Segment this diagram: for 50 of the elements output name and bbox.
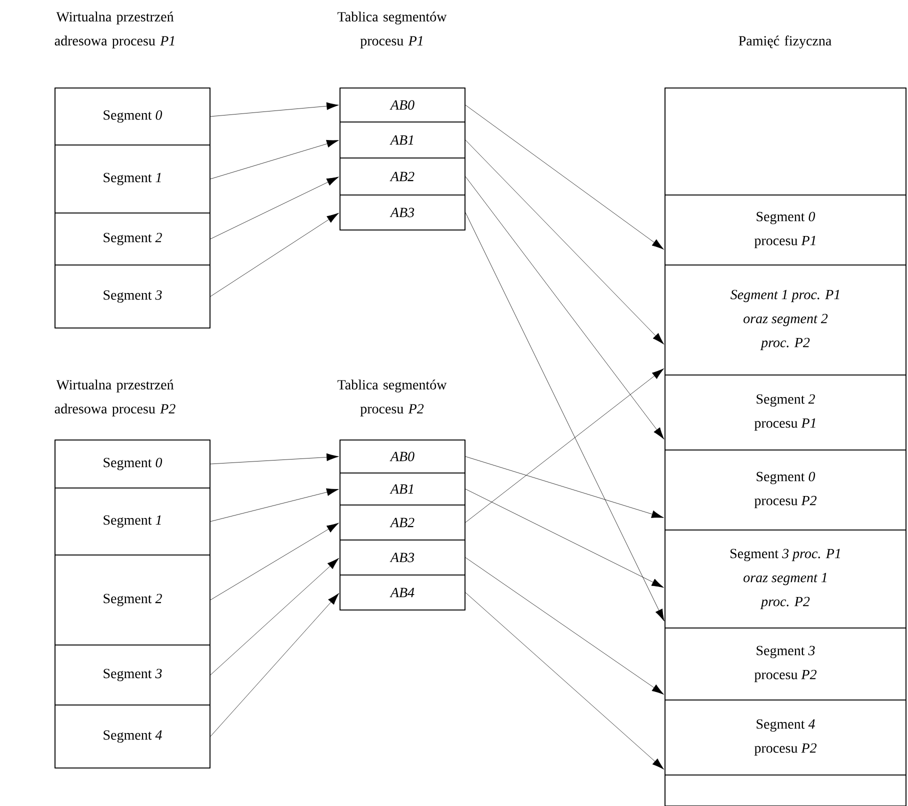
- arrow: [210, 140, 339, 180]
- arrow: [210, 102, 339, 117]
- arrow: [210, 488, 339, 522]
- memory-cell: Segment 3 proc. P1 oraz segment 1 proc. P2: [664, 530, 906, 628]
- arrow: [210, 453, 339, 464]
- arrow: [465, 368, 664, 523]
- memory-cell: Segment 1 proc. P1 oraz segment 2 proc. P2: [664, 264, 906, 376]
- table-row: AB2: [340, 504, 466, 540]
- segment-cell: Segment 3: [54, 264, 210, 328]
- segment-cell: Segment 3: [54, 644, 210, 706]
- table-row: AB0: [340, 440, 466, 474]
- segment-cell: Segment 0: [54, 88, 210, 146]
- arrow: [465, 488, 664, 588]
- table-row: AB1: [340, 122, 466, 158]
- memory-cell: Segment 2 procesu P1: [664, 374, 906, 450]
- node-label: Wirtualna przestrzeń adresowa procesu P1: [54, 12, 174, 48]
- node-label: Tablica segmentów procesu P1: [338, 12, 447, 48]
- segment-cell: Segment 0: [54, 440, 210, 488]
- table-row: AB3: [340, 540, 466, 576]
- arrow: [210, 176, 339, 240]
- arrow: [465, 557, 664, 695]
- memory-cell: Segment 4 procesu P2: [664, 700, 906, 776]
- arrow: [465, 176, 664, 440]
- table-row: AB4: [340, 574, 466, 610]
- table-row: AB2: [340, 158, 466, 196]
- memory-cell: Segment 0 procesu P2: [664, 450, 906, 530]
- segment-cell: Segment 1: [54, 488, 210, 556]
- arrow: [465, 456, 664, 518]
- node-label: Tablica segmentów procesu P2: [338, 380, 447, 416]
- table-row: AB0: [340, 88, 466, 122]
- table-row: AB3: [340, 194, 466, 230]
- arrow: [465, 104, 664, 250]
- segment-cell: Segment 1: [54, 144, 210, 214]
- arrow: [465, 212, 664, 622]
- arrow: [210, 558, 340, 676]
- arrow: [210, 593, 340, 737]
- arrow: [210, 522, 339, 600]
- arrow: [465, 140, 664, 344]
- segment-cell: Segment 2: [54, 554, 210, 646]
- table-row: AB1: [340, 472, 466, 506]
- memory-cell: Segment 0 procesu P1: [664, 194, 906, 266]
- arrow: [210, 212, 339, 297]
- segment-cell: Segment 4: [54, 704, 210, 768]
- segment-cell: Segment 2: [54, 212, 210, 266]
- memory-cell: Segment 3 procesu P2: [664, 628, 906, 700]
- node-label: Pamięć fizyczna: [738, 36, 832, 48]
- arrow: [465, 592, 664, 770]
- node-label: Wirtualna przestrzeń adresowa procesu P2: [54, 380, 176, 416]
- memory-cell: [664, 774, 906, 806]
- memory-cell: [664, 88, 906, 196]
